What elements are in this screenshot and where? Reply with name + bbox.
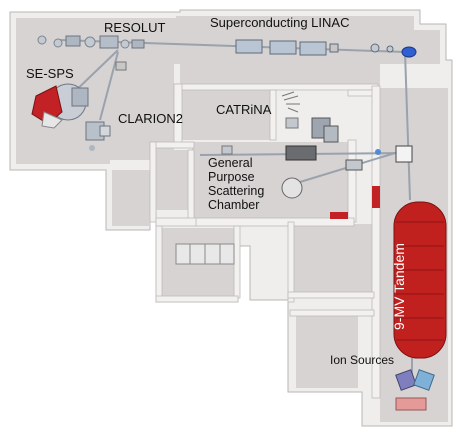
door-marker-south	[330, 212, 348, 219]
tandem-vessel	[393, 201, 447, 359]
west-room-floor	[112, 170, 150, 226]
gpsc-label: General Purpose Scattering Chamber	[208, 156, 265, 212]
aux-room-floor	[294, 224, 372, 292]
resolut-label: RESOLUT	[104, 20, 166, 35]
lab-furniture	[175, 243, 235, 265]
catrina-label: CATRiNA	[216, 102, 272, 117]
analyzing-magnet	[401, 46, 417, 58]
linac-cryomodules	[235, 39, 394, 56]
side-room-floor	[156, 150, 188, 210]
linac-junction-box	[329, 43, 339, 53]
lower-room-floor	[296, 316, 358, 388]
interior-walls	[149, 83, 381, 399]
scattering-hall-equipment	[221, 117, 413, 199]
clarion2-label: CLARION2	[118, 111, 184, 126]
catrina-array	[281, 91, 300, 129]
top-hall-floor	[16, 16, 440, 164]
catrina-room-floor	[182, 88, 272, 140]
north-corridor-floor	[180, 64, 380, 86]
door-marker-east	[372, 186, 380, 208]
tandem-label: 9-MV Tandem	[391, 243, 407, 330]
ion-sources-label: Ion Sources	[330, 353, 395, 367]
se-sps-label: SE-SPS	[26, 66, 74, 81]
resolut-beamline	[37, 35, 145, 71]
se-sps-spectrometer	[31, 83, 89, 129]
clarion2-array	[85, 121, 111, 151]
ion-sources-equipment	[395, 358, 435, 411]
linac-label: Superconducting LINAC	[210, 15, 350, 30]
